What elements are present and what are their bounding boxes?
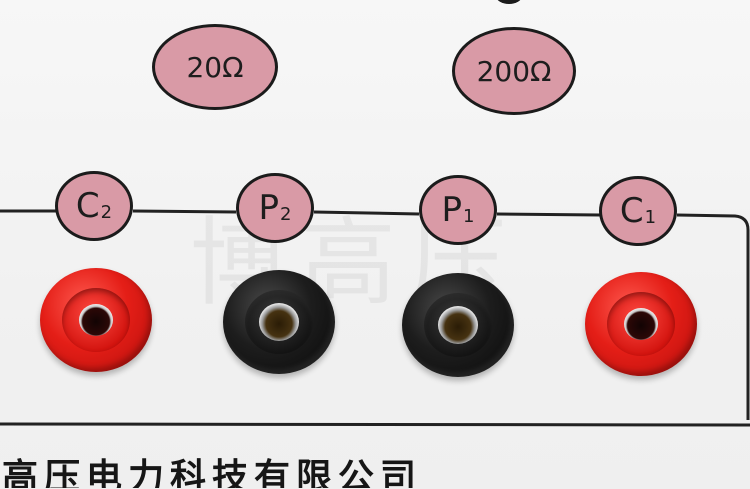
terminal-subscript: 2 [100, 201, 113, 223]
range-20-ohm-button[interactable]: 20Ω [152, 24, 278, 110]
terminal-letter: P [258, 188, 280, 228]
jack-socket-hole [259, 303, 299, 341]
jack-socket-hole [438, 306, 478, 344]
terminal-subscript: 1 [644, 206, 657, 228]
terminal-subscript: 1 [463, 205, 475, 227]
jack-socket-hole [624, 308, 658, 340]
binding-post-c1-red[interactable] [585, 272, 697, 376]
binding-post-p2-black[interactable] [223, 270, 335, 374]
terminal-letter: C [75, 186, 100, 226]
jack-socket-hole [79, 304, 113, 336]
terminal-letter: P [441, 190, 463, 230]
terminal-letter: C [619, 191, 644, 231]
binding-post-c2-red[interactable] [40, 268, 152, 372]
range-20-ohm-label: 20Ω [186, 50, 244, 84]
top-knob[interactable] [496, 0, 522, 4]
binding-post-p1-black[interactable] [402, 273, 514, 377]
range-200-ohm-label: 200Ω [476, 54, 552, 88]
terminal-subscript: 2 [280, 203, 292, 225]
company-name-text: 高压电力科技有限公司 [2, 457, 423, 488]
range-200-ohm-button[interactable]: 200Ω [452, 27, 576, 115]
